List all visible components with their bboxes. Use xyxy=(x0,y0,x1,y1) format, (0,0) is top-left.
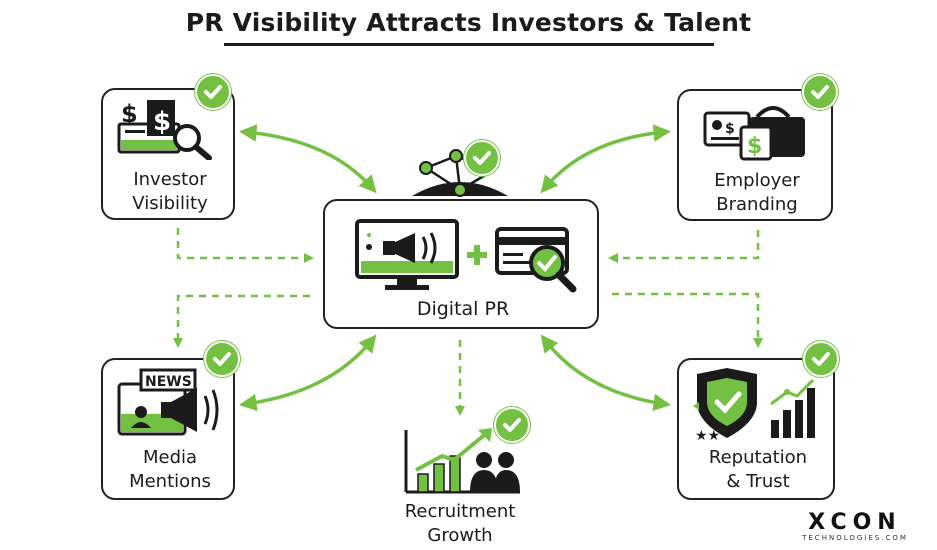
dash-employer-hub xyxy=(608,230,760,263)
svg-text:★★: ★★ xyxy=(695,428,720,444)
media-label: Media Mentions xyxy=(129,447,211,492)
monitor-megaphone-icon xyxy=(355,219,459,290)
brand-name: XCON xyxy=(808,510,902,535)
check-icon xyxy=(195,74,231,110)
brand-logo: XCON TECHNOLOGIES.COM xyxy=(780,510,930,543)
employer-card: $ $ Employer Branding xyxy=(677,89,833,221)
title-underline xyxy=(224,43,714,46)
hub-label: Digital PR xyxy=(416,298,510,320)
check-icon xyxy=(204,341,240,377)
page-title: PR Visibility Attracts Investors & Talen… xyxy=(185,8,752,37)
dash-investor-hub xyxy=(176,228,314,263)
reputation-label: Reputation & Trust xyxy=(708,447,808,492)
check-icon xyxy=(803,341,839,377)
news-text: NEWS xyxy=(145,374,192,390)
arrow-reputation-hub xyxy=(540,334,671,412)
svg-text:$: $ xyxy=(121,100,138,128)
briefcase-badge-icon: $ $ xyxy=(703,106,805,161)
brand-sub: TECHNOLOGIES.COM xyxy=(802,534,908,542)
investor-card: $ $ Investor Visibility xyxy=(101,88,235,220)
reputation-card: ★★ Reputation & Trust xyxy=(677,358,835,500)
shield-chart-icon: ★★ xyxy=(693,368,815,444)
plus-icon xyxy=(467,245,487,265)
card-search-icon xyxy=(495,227,577,293)
dollar-magnifier-icon: $ $ xyxy=(117,100,212,160)
svg-text:$: $ xyxy=(153,107,171,137)
media-card: NEWS Media Mentions xyxy=(101,358,235,500)
svg-text:$: $ xyxy=(747,134,762,159)
check-icon xyxy=(802,74,838,110)
arrow-employer-hub xyxy=(540,124,671,194)
network-icon xyxy=(412,149,508,197)
check-icon xyxy=(494,407,530,443)
dash-hub-reputation xyxy=(612,292,763,348)
recruitment-label: Recruitment Growth xyxy=(404,501,516,546)
growth-people-icon xyxy=(404,428,520,494)
svg-text:$: $ xyxy=(725,121,735,137)
arrow-investor-hub xyxy=(239,124,377,194)
dash-hub-media xyxy=(173,294,310,348)
check-icon xyxy=(464,140,500,176)
hub-card: Digital PR xyxy=(323,199,599,329)
investor-label: Investor Visibility xyxy=(132,169,208,214)
employer-label: Employer Branding xyxy=(714,170,800,215)
arrow-media-hub xyxy=(239,334,377,412)
news-megaphone-icon: NEWS xyxy=(117,368,219,436)
